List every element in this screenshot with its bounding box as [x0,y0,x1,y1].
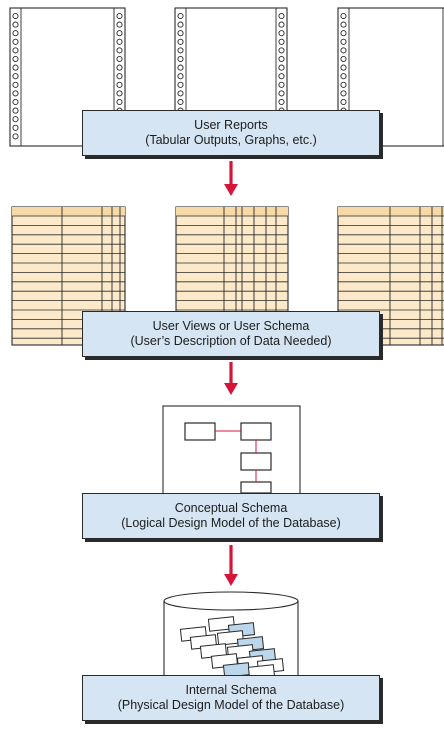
conceptual-model-illustration [162,405,301,499]
conceptual-schema-subtitle: (Logical Design Model of the Database) [121,516,341,530]
user-views-subtitle: (User’s Description of Data Needed) [130,334,332,348]
record-card [207,616,236,632]
entity-box [240,452,272,471]
internal-schema-subtitle: (Physical Design Model of the Database) [117,698,345,712]
internal-schema-title: Internal Schema [185,683,277,697]
user-views-title: User Views or User Schema [152,319,310,333]
conceptual-schema-title: Conceptual Schema [174,501,288,515]
user-views-box: User Views or User Schema (User’s Descri… [82,311,380,357]
down-arrow [224,362,238,395]
internal-schema-box: Internal Schema (Physical Design Model o… [82,675,380,721]
record-card [216,630,245,646]
conceptual-model-frame [162,405,301,499]
entity-box [240,422,272,441]
database-cylinder-illustration [163,591,299,680]
down-arrow [224,161,238,196]
user-reports-subtitle: (Tabular Outputs, Graphs, etc.) [145,133,317,147]
user-reports-box: User Reports (Tabular Outputs, Graphs, e… [82,110,380,156]
conceptual-schema-box: Conceptual Schema (Logical Design Model … [82,493,380,539]
user-reports-title: User Reports [194,118,268,132]
flow-arrows [224,161,238,586]
entity-box [240,481,272,494]
report-sheet [9,7,126,147]
down-arrow [224,545,238,586]
entity-box [184,422,216,441]
cylinder-top [163,591,299,611]
